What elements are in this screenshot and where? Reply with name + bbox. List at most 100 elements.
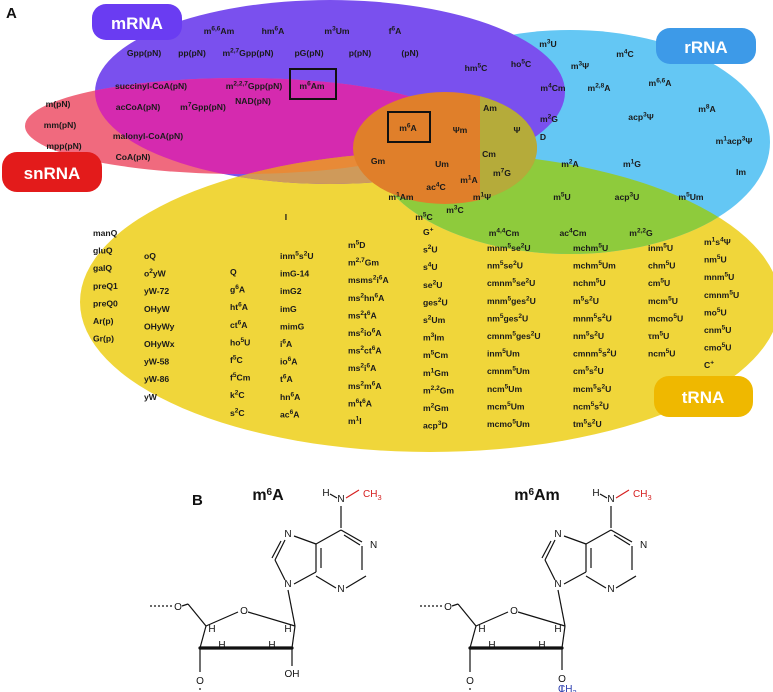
bond: [345, 489, 360, 499]
bond: [557, 589, 566, 627]
atom-n6: N: [337, 494, 344, 505]
pill-mrna: mRNA: [92, 4, 182, 40]
mrna-snrna-label-1: acCoA(pN): [116, 102, 161, 112]
trna-col4-label: imG2: [280, 286, 302, 296]
trna-col3-label: ht6A: [230, 302, 248, 313]
trna-col1-label: manQ: [93, 228, 118, 238]
trna-col7-label: nm5ges2U: [487, 313, 528, 324]
pill-snrna-label: snRNA: [24, 164, 81, 183]
trna-col3-label: ct6A: [230, 319, 248, 330]
trna-col9-label: mcmo5U: [648, 313, 683, 324]
bond: [271, 540, 282, 559]
bond: [517, 611, 566, 627]
trna-col3-label: f5Cm: [230, 372, 251, 383]
mrna-snrna-label-0: succinyl-CoA(pN): [115, 81, 187, 91]
trna-col6-label: ges2U: [423, 297, 448, 308]
pill-snrna: snRNA: [2, 152, 102, 192]
atom-n3: N: [607, 584, 614, 595]
trna-col9-label: τm5U: [648, 331, 669, 342]
panel-label-a: A: [6, 5, 17, 22]
trna-col2-label: yW-72: [144, 286, 169, 296]
center-label-5: Gm: [371, 156, 386, 166]
trna-col8-label: cmnm5s2U: [573, 348, 617, 359]
panel-label-b: B: [192, 492, 203, 509]
bond: [457, 603, 477, 627]
trna-col5-label: ms2t6A: [348, 310, 377, 321]
trna-col5-label: m2,7Gm: [348, 257, 379, 268]
m6am-structure: HNCH3NNNNOHHHHOOOCH3: [418, 488, 652, 692]
atom-o5: O: [174, 602, 182, 613]
trna-col9-label: mcm5U: [648, 295, 678, 306]
trna-col2-label: yW-86: [144, 374, 169, 384]
rrna-label-7: m6,6A: [649, 78, 672, 89]
snrna-label-1: mm(pN): [44, 120, 77, 130]
trna-col9-label: cm5U: [648, 278, 670, 289]
trna-col3-label: Q: [230, 267, 237, 277]
trna-col6-label: m2Gm: [423, 403, 449, 414]
trna-col4-label: hn6A: [280, 391, 300, 402]
green-label-3: acp3U: [615, 192, 640, 203]
atom-o3: O: [196, 676, 204, 687]
atom-o4: O: [240, 606, 248, 617]
center-label-15: I: [285, 212, 287, 222]
mrna-label-6: m2,7Gpp(pN): [222, 48, 273, 59]
trna-col6-label: m2,2Gm: [423, 385, 454, 396]
bond: [274, 539, 286, 561]
atom-n3: N: [337, 584, 344, 595]
trna-col2-label: o2yW: [144, 268, 167, 279]
trna-col6-label: m1Gm: [423, 367, 449, 378]
trna-col3-label: s2C: [230, 407, 245, 418]
trna-col6-label: m3Im: [423, 332, 445, 343]
pill-rrna-label: rRNA: [684, 38, 727, 57]
mrna-label-3: f6A: [389, 26, 402, 37]
bond: [615, 489, 630, 499]
methyl-n6: CH3: [363, 489, 382, 502]
m6a-highlight-box: [387, 111, 431, 143]
bond: [315, 575, 337, 589]
trna-col4-label: mimG: [280, 321, 305, 331]
trna-col5-label: ms2ct6A: [348, 345, 382, 356]
atom-h4: H: [478, 624, 485, 635]
mrna-snrna-label-6: CoA(pN): [116, 152, 151, 162]
atom-o4: O: [510, 606, 518, 617]
atom-h4: H: [208, 624, 215, 635]
center-label-9: ac4C: [426, 182, 445, 193]
center-label-2: Ψ: [514, 125, 521, 135]
trna-col5-label: msms2i6A: [348, 275, 389, 286]
atom-n6: N: [607, 494, 614, 505]
trna-col8-label: nm5s2U: [573, 331, 604, 342]
trna-col4-label: t6A: [280, 374, 293, 385]
center-label-7: Cm: [482, 149, 496, 159]
trna-col9-label: chm5U: [648, 260, 676, 271]
atom-h1: H: [554, 624, 561, 635]
mrna-label-4: Gpp(pN): [127, 48, 162, 58]
mrna-label-9: (pN): [401, 48, 418, 58]
pill-trna: tRNA: [654, 376, 753, 417]
trna-col3-label: g6A: [230, 284, 245, 295]
trna-col6-label: m5Cm: [423, 350, 448, 361]
trna-col9-label: ncm5U: [648, 348, 676, 359]
bond: [247, 611, 296, 627]
rrna-label-6: m2,8A: [588, 83, 611, 94]
rrna-label-4: m4C: [616, 49, 634, 60]
mrna-label-7: pG(pN): [294, 48, 323, 58]
rrna-label-9: m8A: [698, 104, 716, 115]
bond: [340, 529, 363, 543]
mrna-label-8: p(pN): [349, 48, 372, 58]
trna-col8-label: mnm5s2U: [573, 313, 612, 324]
rrna-label-5: m4Cm: [540, 83, 565, 94]
venn-diagram: [25, 0, 773, 452]
bond: [610, 529, 633, 543]
bond: [613, 534, 631, 546]
bond: [315, 529, 342, 545]
bond-c4-c3: [199, 625, 207, 649]
bond: [541, 540, 552, 559]
bond: [585, 529, 612, 545]
bond: [274, 559, 286, 581]
trna-col7-label: cmnm5se2U: [487, 278, 535, 289]
center-label-6: Um: [435, 159, 449, 169]
trna-col9-label: inm5U: [648, 243, 673, 254]
center-label-14: m3C: [446, 205, 464, 216]
center-label-11: m1Am: [388, 192, 413, 203]
atom-n1: N: [370, 540, 377, 551]
